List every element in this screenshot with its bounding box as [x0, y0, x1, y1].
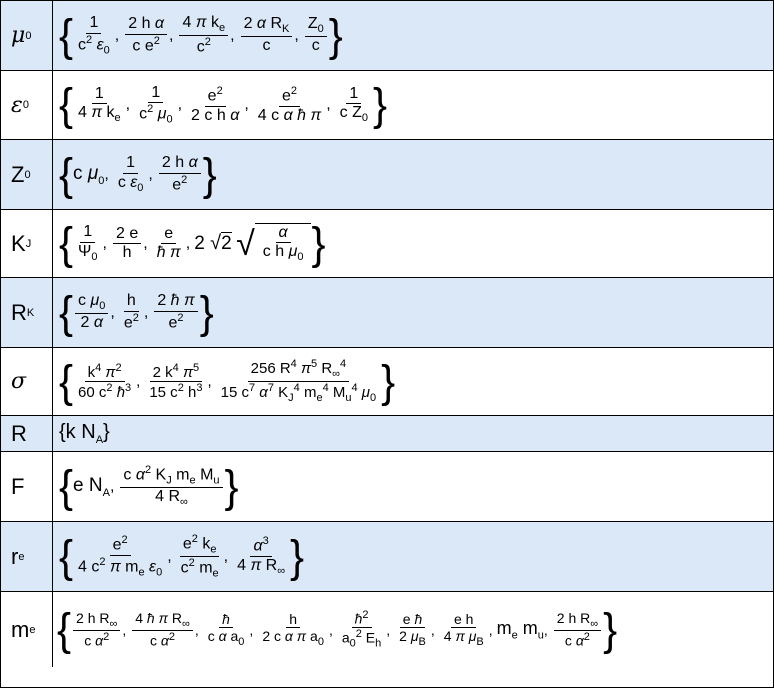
row-expression-R: {k NA} [53, 416, 773, 452]
row-symbol-R: R [1, 416, 53, 452]
row-symbol-F: F [1, 452, 53, 522]
row-symbol-sigma: σ [1, 348, 53, 416]
